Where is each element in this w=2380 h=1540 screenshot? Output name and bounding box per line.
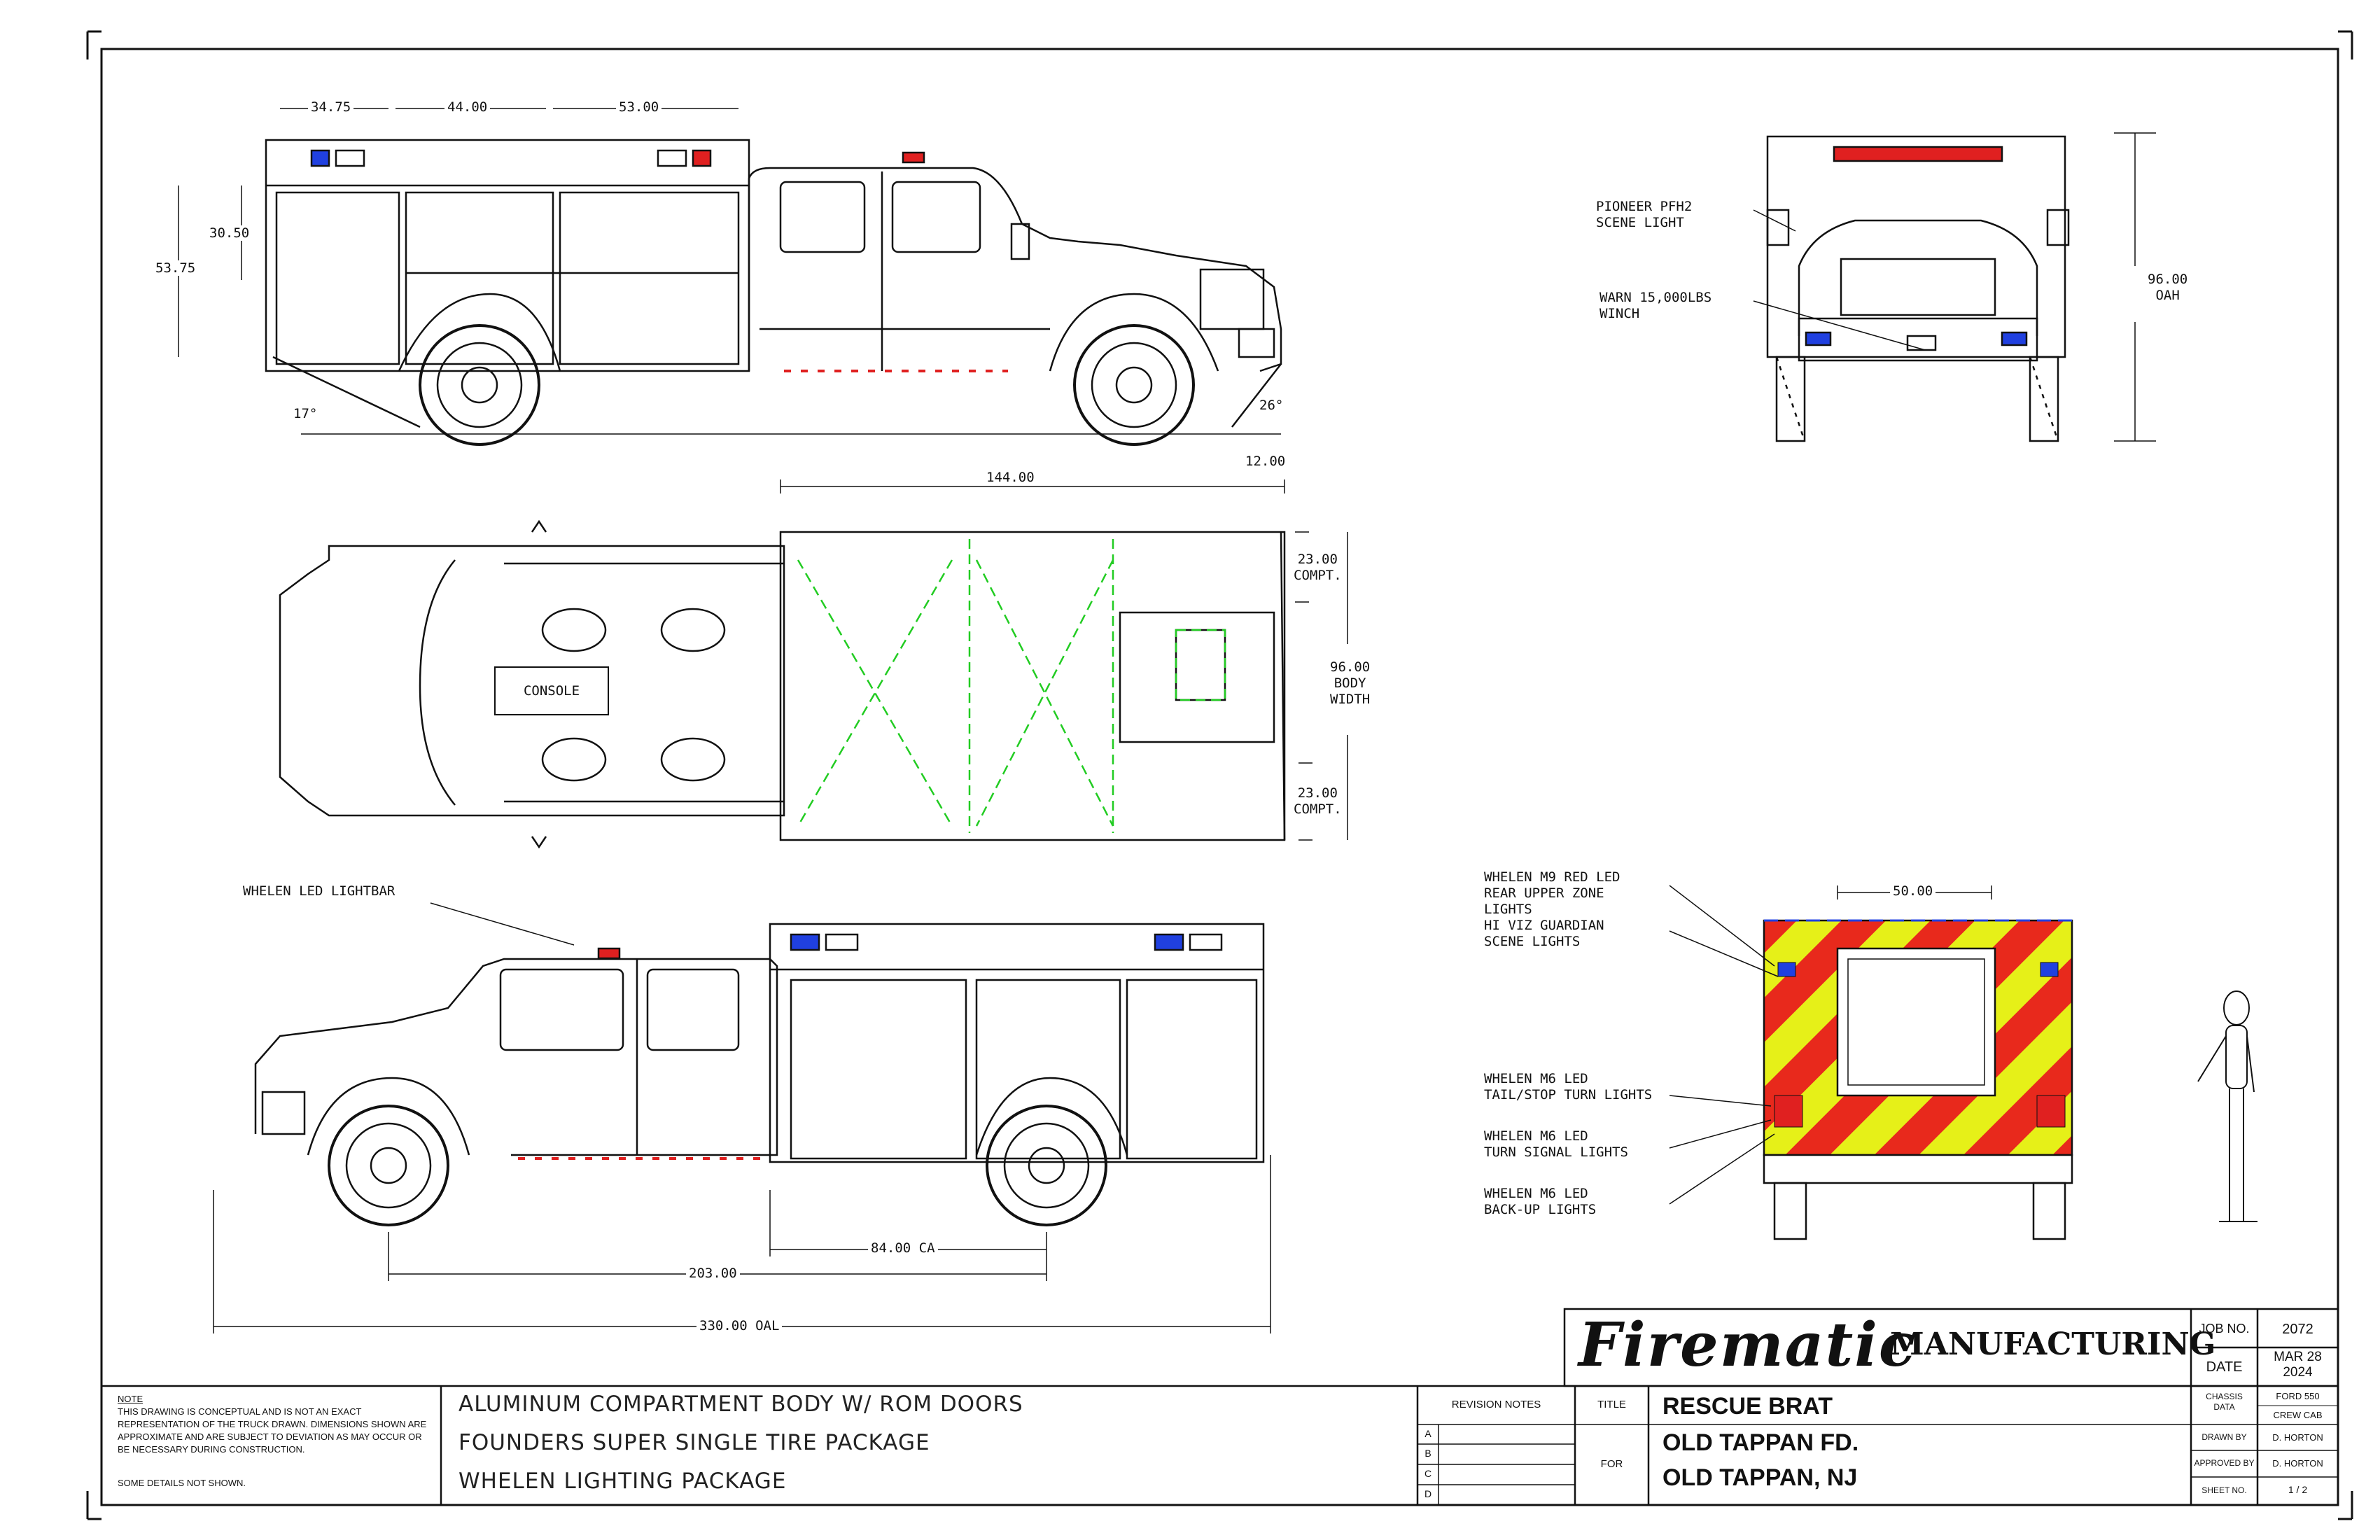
plan-view — [279, 519, 1286, 849]
sheet-label: SHEET NO. — [2202, 1485, 2247, 1495]
plan-view-dims — [780, 479, 1348, 841]
logo-text: MANUFACTURING — [1890, 1326, 2216, 1362]
date-label: DATE — [2206, 1359, 2243, 1375]
for-value-2: OLD TAPPAN, NJ — [1662, 1464, 1858, 1491]
approved-label: APPROVED BY — [2194, 1458, 2255, 1468]
dim-body-length: 144.00 — [983, 470, 1037, 485]
scale-figure — [2197, 990, 2258, 1222]
chassis-value-1: FORD 550 — [2276, 1391, 2320, 1401]
logo-script: Firematic — [1578, 1310, 1917, 1380]
revision-d: D — [1424, 1488, 1432, 1499]
dim-compartment-top: 23.00 COMPT. — [1294, 552, 1342, 584]
chassis-value-2: CREW CAB — [2273, 1410, 2323, 1420]
label-lightbar: WHELEN LED LIGHTBAR — [243, 883, 396, 899]
corner-marks — [86, 30, 2353, 1520]
dim-compartment-height: 30.50 — [206, 225, 253, 241]
drawn-value: D. HORTON — [2272, 1432, 2323, 1443]
dim-rear-opening: 50.00 — [1890, 883, 1936, 899]
side-view-bottom — [254, 923, 1265, 1226]
front-view — [1766, 135, 2070, 442]
revision-a: A — [1424, 1428, 1432, 1439]
title-block-lines — [102, 1308, 2339, 1505]
label-scene-light: PIONEER PFH2 SCENE LIGHT — [1596, 199, 1693, 230]
side-view-top — [265, 139, 1282, 446]
label-m9-lights: WHELEN M9 RED LED REAR UPPER ZONE LIGHTS… — [1484, 869, 1620, 949]
job-label: JOB NO. — [2199, 1322, 2250, 1336]
title-label: TITLE — [1597, 1399, 1626, 1410]
drawn-label: DRAWN BY — [2202, 1432, 2247, 1442]
dim-compartment-bottom: 23.00 COMPT. — [1294, 785, 1342, 818]
dim-body-height: 53.75 — [153, 260, 199, 276]
plan-view-green-shelves — [797, 539, 1226, 833]
dim-wheelbase: 203.00 — [686, 1266, 740, 1281]
dim-rear-compartment: 34.75 — [308, 99, 354, 115]
dim-departure-angle: 17° — [290, 406, 321, 421]
for-label: FOR — [1600, 1458, 1623, 1470]
sheet-border — [100, 48, 2339, 1506]
label-m6-tail: WHELEN M6 LED TAIL/STOP TURN LIGHTS — [1484, 1071, 1653, 1102]
dim-overall-height: 96.00 OAH — [2148, 272, 2188, 304]
note-title: NOTE — [118, 1394, 144, 1404]
label-m6-turn: WHELEN M6 LED TURN SIGNAL LIGHTS — [1484, 1128, 1628, 1160]
description-line-3: WHELEN LIGHTING PACKAGE — [458, 1469, 787, 1494]
dim-approach-angle: 26° — [1256, 398, 1287, 413]
label-console: CONSOLE — [494, 666, 609, 715]
date-value: MAR 28 2024 — [2274, 1350, 2322, 1380]
title-value: RESCUE BRAT — [1662, 1393, 1833, 1420]
dim-cab-to-axle: 84.00 CA — [868, 1240, 938, 1256]
rear-view — [1763, 919, 2073, 1240]
label-winch: WARN 15,000LBS WINCH — [1600, 290, 1712, 321]
description-line-1: ALUMINUM COMPARTMENT BODY W/ ROM DOORS — [458, 1392, 1023, 1417]
for-value-1: OLD TAPPAN FD. — [1662, 1429, 1859, 1456]
note-footer: SOME DETAILS NOT SHOWN. — [118, 1478, 246, 1488]
note-text: THIS DRAWING IS CONCEPTUAL AND IS NOT AN… — [118, 1406, 427, 1455]
revision-c: C — [1424, 1468, 1432, 1479]
side-view-top-dims — [178, 108, 738, 357]
approved-value: D. HORTON — [2272, 1458, 2323, 1469]
dim-middle-compartment: 44.00 — [444, 99, 491, 115]
revision-header: REVISION NOTES — [1451, 1399, 1541, 1410]
dim-overhang: 12.00 — [1242, 454, 1289, 469]
dim-front-compartment: 53.00 — [616, 99, 662, 115]
dim-overall-length: 330.00 OAL — [696, 1318, 783, 1334]
label-m6-backup: WHELEN M6 LED BACK-UP LIGHTS — [1484, 1186, 1597, 1217]
chassis-label: CHASSIS DATA — [2206, 1392, 2243, 1412]
front-view-leaders — [1753, 132, 2156, 442]
revision-b: B — [1424, 1448, 1432, 1459]
dim-body-width: 96.00 BODY WIDTH — [1330, 659, 1371, 708]
sheet-value: 1 / 2 — [2288, 1484, 2308, 1495]
job-value: 2072 — [2282, 1322, 2314, 1337]
description-line-2: FOUNDERS SUPER SINGLE TIRE PACKAGE — [458, 1430, 930, 1455]
